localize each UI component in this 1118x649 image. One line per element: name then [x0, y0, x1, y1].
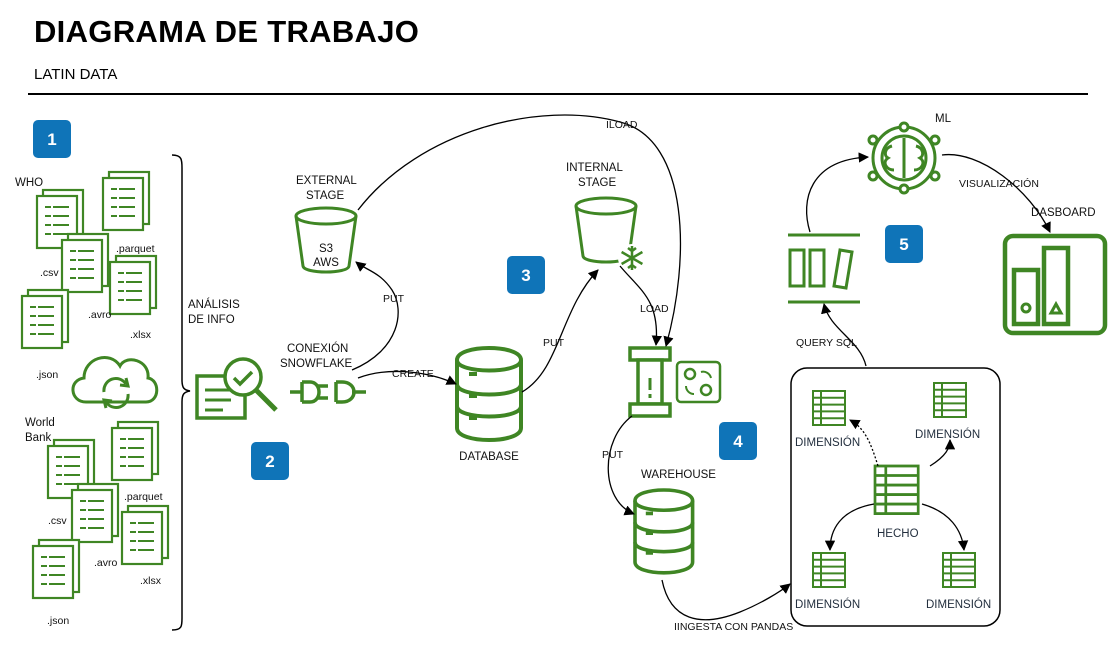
connection-label-line1: CONEXIÓN: [287, 342, 348, 355]
wb-avro-file-icon: [70, 482, 120, 544]
who-csv-label: .csv: [40, 267, 59, 279]
who-avro-label: .avro: [88, 309, 112, 321]
dimension-label-2: DIMENSIÓN: [915, 428, 980, 441]
edge-label-ingesta: IINGESTA CON PANDAS: [674, 621, 793, 633]
dimension-label-1: DIMENSIÓN: [795, 436, 860, 449]
connection-label-line2: SNOWFLAKE: [280, 358, 353, 370]
wb-json-file-icon: [31, 538, 81, 600]
ml-brain-icon: [867, 121, 941, 195]
warehouse-label: WAREHOUSE: [641, 469, 716, 481]
source-who-label: WHO: [15, 177, 43, 189]
wb-csv-label: .csv: [48, 515, 67, 527]
edge-iload: [357, 114, 682, 348]
analysis-label-line2: DE INFO: [188, 314, 235, 326]
edge-label-put-internal: PUT: [543, 337, 565, 349]
edge-put-external: [351, 261, 399, 371]
page-title: DIAGRAMA DE TRABAJO: [34, 14, 420, 49]
svg-text:2: 2: [265, 452, 274, 471]
step-1-badge: 1: [33, 120, 71, 158]
database-icon: [455, 346, 523, 442]
dashboard-chart-icon: [1002, 233, 1108, 336]
analysis-label-line1: ANÁLISIS: [188, 298, 240, 311]
edge-label-query-sql: QUERY SQL: [796, 337, 857, 349]
wb-parquet-label: .parquet: [124, 491, 163, 503]
fact-table-icon: [873, 464, 920, 515]
automation-gears-icon: [675, 360, 722, 404]
source-worldbank-label-line2: Bank: [25, 432, 51, 444]
edge-label-put-external: PUT: [383, 293, 405, 305]
database-label: DATABASE: [459, 451, 519, 463]
s3-bucket-label-line1: S3: [319, 243, 333, 255]
fact-label: HECHO: [877, 528, 919, 540]
ml-label: ML: [935, 113, 952, 125]
who-xlsx-label: .xlsx: [130, 329, 152, 341]
who-parquet-label: .parquet: [116, 243, 155, 255]
svg-text:5: 5: [899, 235, 908, 254]
wb-json-label: .json: [47, 615, 69, 627]
wb-avro-label: .avro: [94, 557, 118, 569]
who-json-label: .json: [36, 369, 58, 381]
data-mart-icon: [788, 233, 860, 304]
external-stage-label-line1: EXTERNAL: [296, 175, 357, 187]
edge-label-put-warehouse: PUT: [602, 449, 624, 461]
who-avro-file-icon: [60, 232, 110, 294]
edge-query-sql: [821, 302, 867, 367]
edge-label-create: CREATE: [392, 368, 434, 380]
star-schema-container: [790, 367, 1001, 627]
who-json-file-icon: [20, 288, 70, 350]
dimension-label-4: DIMENSIÓN: [926, 598, 991, 611]
svg-text:3: 3: [521, 266, 530, 285]
step-2-badge: 2: [251, 442, 289, 480]
dimension-table-icon: [942, 552, 976, 588]
source-worldbank-label-line1: World: [25, 417, 55, 429]
analysis-magnifier-icon: [195, 357, 278, 420]
plug-connector-icon: [290, 380, 366, 404]
edge-create: [357, 370, 457, 385]
cloud-sync-icon: [71, 356, 159, 409]
edge-put-internal: [521, 269, 599, 393]
snowflake-icon: [618, 244, 646, 272]
svg-text:4: 4: [733, 432, 743, 451]
header-divider: [28, 93, 1088, 95]
edge-fact-to-dim-3: [824, 503, 875, 552]
edge-visualizacion: [941, 153, 1051, 233]
edge-label-iload: ILOAD: [606, 119, 638, 131]
edge-label-visualizacion: VISUALIZACIÓN: [959, 177, 1039, 190]
step-5-badge: 5: [885, 225, 923, 263]
wb-xlsx-label: .xlsx: [140, 575, 162, 587]
edge-fact-to-dim-2: [929, 438, 956, 467]
pipeline-icon: [628, 346, 672, 418]
dimension-label-3: DIMENSIÓN: [795, 598, 860, 611]
step-3-badge: 3: [507, 256, 545, 294]
dimension-table-icon: [812, 390, 846, 426]
internal-stage-label-line1: INTERNAL: [566, 162, 623, 174]
sources-brace: [171, 154, 191, 631]
who-xlsx-file-icon: [108, 254, 158, 316]
s3-bucket-label-line2: AWS: [313, 257, 339, 269]
edge-ingesta: [661, 579, 791, 621]
edge-label-load: LOAD: [640, 303, 669, 315]
wb-xlsx-file-icon: [120, 504, 170, 566]
edge-fact-to-dim-4: [921, 503, 969, 552]
edge-fact-to-dim-1: [849, 419, 879, 467]
dashboard-label: DASBOARD: [1031, 207, 1096, 219]
dimension-table-icon: [812, 552, 846, 588]
wb-parquet-file-icon: [110, 420, 160, 482]
edge-put-warehouse: [607, 415, 635, 516]
edge-mart-to-ml: [806, 152, 870, 233]
who-parquet-file-icon: [101, 170, 151, 232]
internal-stage-label-line2: STAGE: [578, 177, 616, 189]
external-stage-label-line2: STAGE: [306, 190, 344, 202]
step-4-badge: 4: [719, 422, 757, 460]
svg-text:1: 1: [47, 130, 56, 149]
edge-load: [619, 265, 663, 347]
warehouse-database-icon: [633, 488, 695, 575]
page-subtitle: LATIN DATA: [34, 66, 118, 83]
dimension-table-icon: [933, 382, 967, 418]
